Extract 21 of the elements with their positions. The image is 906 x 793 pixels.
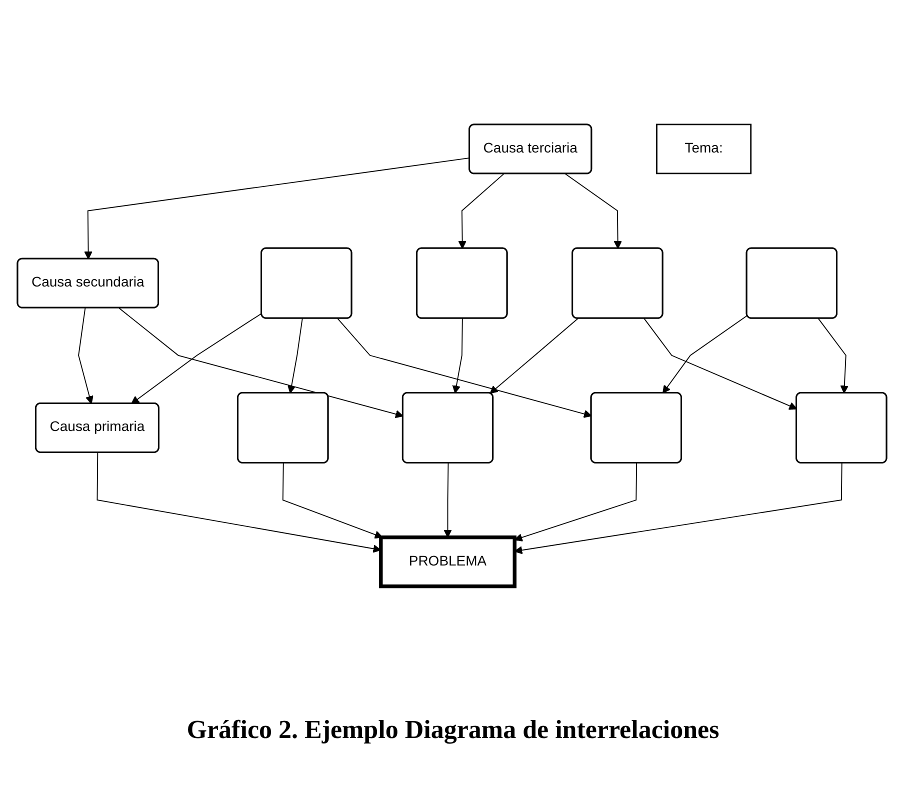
arrow [131,312,262,404]
arrow [337,318,592,418]
arrow [78,307,94,404]
arrow [644,318,798,410]
arrow [490,318,578,394]
interrelation-diagram: Causa terciaria Causa secundaria Causa primaria PROBLEMA Tema: [10,116,894,594]
arrow [84,157,470,260]
arrow [288,318,303,394]
node-box [656,123,752,174]
arrow [564,173,622,249]
arrow [818,318,849,394]
arrow [282,462,383,538]
arrow [118,307,404,418]
node-box [379,535,516,588]
arrow [452,318,463,394]
figure-caption: Gráfico 2. Ejemplo Diagrama de interrelaciones [186,715,720,745]
arrow [514,462,842,554]
arrow [444,462,452,538]
arrow [662,314,748,394]
arrow [514,462,638,542]
arrow [458,173,504,249]
